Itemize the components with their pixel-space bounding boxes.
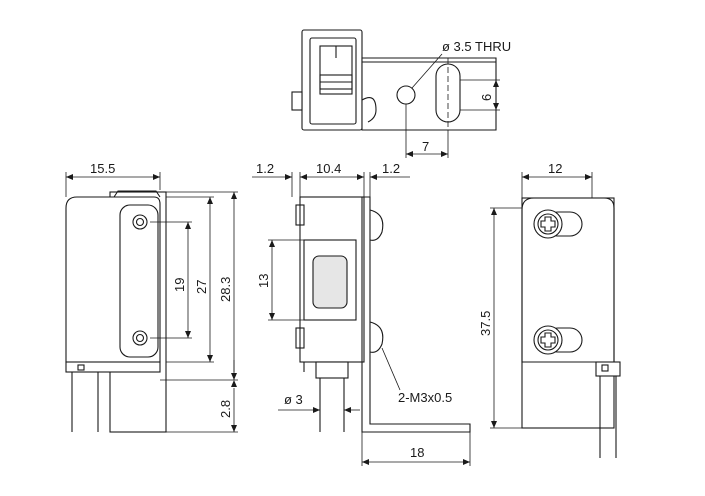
- front-view: 15.5 19 27 28.3 2.8: [65, 161, 238, 433]
- hole-pitch-dim: 19: [172, 278, 187, 292]
- hole-note: ø 3.5 THRU: [442, 39, 511, 54]
- slot-width-dim: 6: [479, 94, 494, 101]
- hole-offset-dim: 7: [422, 139, 429, 154]
- side-view: 1.2 10.4 1.2 13 ø 3 2-M3x0.5 18: [252, 161, 471, 466]
- front-hole-top: [132, 214, 148, 230]
- top-view: ø 3.5 THRU 6 7: [291, 29, 511, 158]
- rear-height-dim: 37.5: [478, 311, 493, 336]
- bracket-length-dim: 18: [410, 445, 424, 460]
- bottom-offset-dim: 2.8: [218, 400, 233, 418]
- right-wall-dim: 1.2: [382, 161, 400, 176]
- phillips-screw-bottom: [533, 325, 583, 355]
- height-dim: 28.3: [218, 277, 233, 302]
- sensing-window: [312, 255, 348, 309]
- window-height-dim: 13: [256, 274, 271, 288]
- front-width-dim: 15.5: [90, 161, 115, 176]
- screw-note: 2-M3x0.5: [398, 390, 452, 405]
- phillips-screw-top: [533, 209, 563, 239]
- hole-span-dim: 27: [194, 280, 209, 294]
- cable-dia-dim: ø 3: [284, 392, 303, 407]
- rear-view: 12 37.5: [478, 161, 621, 458]
- front-hole-bottom: [132, 330, 148, 346]
- body-width-dim: 10.4: [316, 161, 341, 176]
- left-wall-dim: 1.2: [256, 161, 274, 176]
- rear-width-dim: 12: [548, 161, 562, 176]
